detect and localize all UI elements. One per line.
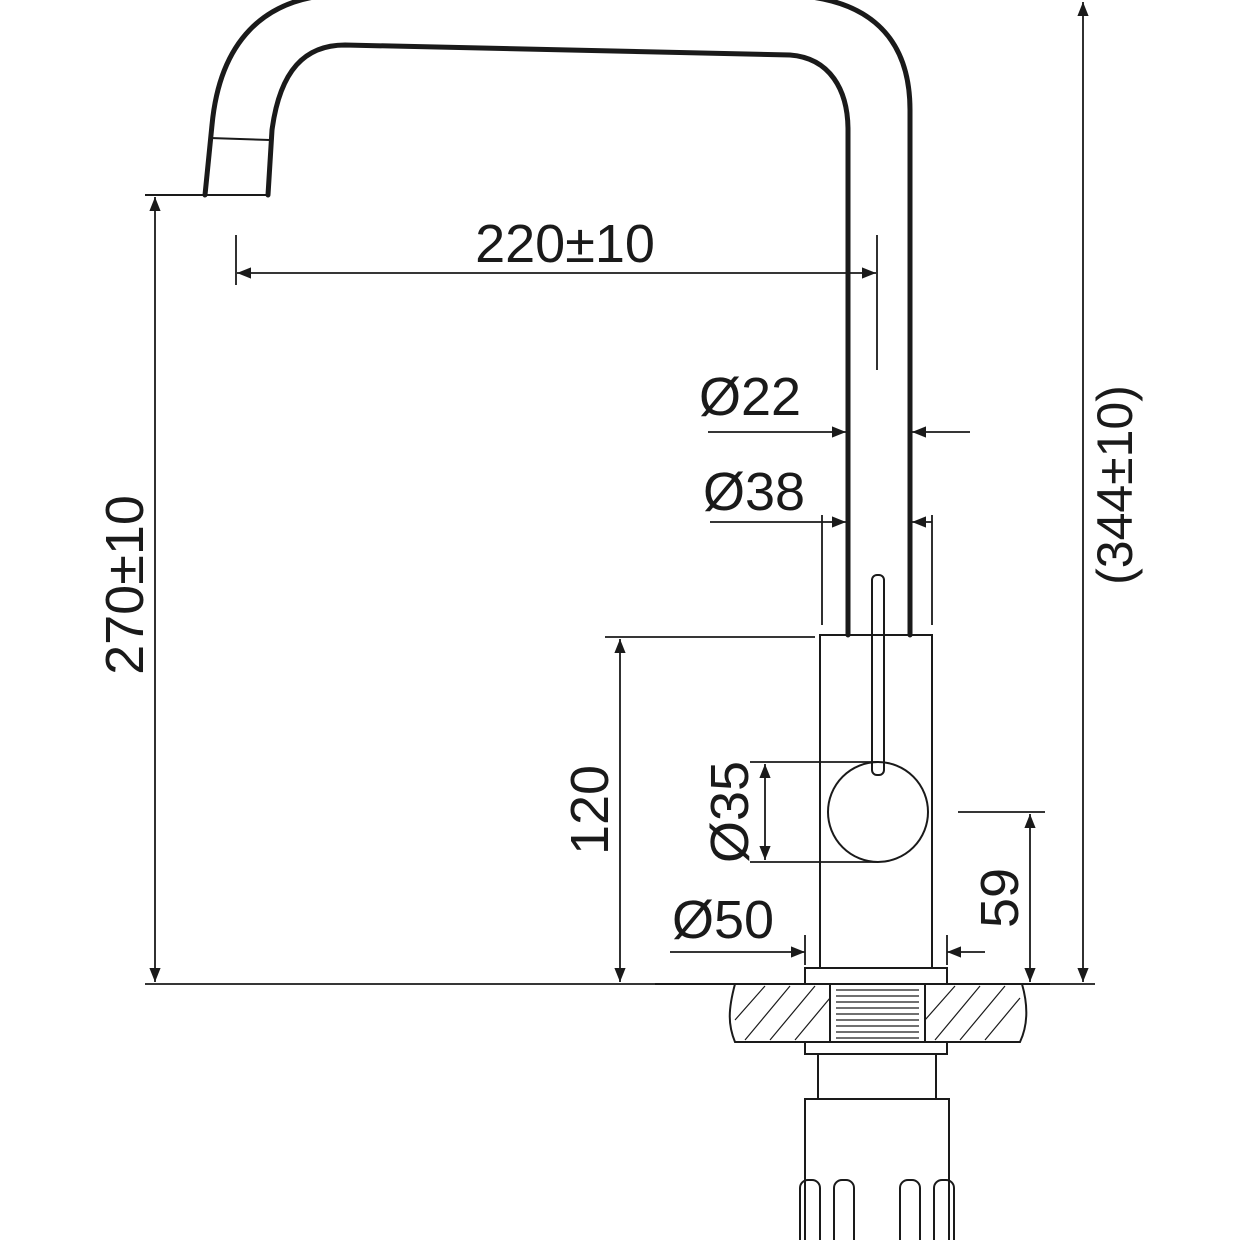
dim-label-overall-height: (344±10) <box>1087 385 1143 585</box>
mounting-thread <box>836 989 919 1039</box>
countertop-section <box>655 983 1050 1043</box>
dim-label-handle-height: 59 <box>970 868 1030 928</box>
dim-label-spout-height: 270±10 <box>95 495 155 675</box>
hatch-pattern <box>734 985 1021 1041</box>
dim-body-height: 120 <box>560 636 815 982</box>
faucet-body <box>804 574 948 985</box>
dim-spout-height: 270±10 <box>95 197 655 985</box>
dim-handle-height: 59 <box>958 811 1095 985</box>
dim-label-spout-reach: 220±10 <box>475 214 655 274</box>
dim-handle-diameter: Ø35 <box>700 761 878 863</box>
dim-label-body-upper-diameter: Ø38 <box>703 462 805 522</box>
dim-label-tube-diameter: Ø22 <box>699 367 801 427</box>
dim-label-handle-diameter: Ø35 <box>700 761 760 863</box>
dim-body-upper-diameter: Ø38 <box>703 462 933 625</box>
dim-label-body-height: 120 <box>560 765 620 855</box>
dim-label-base-diameter: Ø50 <box>672 890 774 950</box>
dim-base-diameter: Ø50 <box>670 890 985 965</box>
dim-overall-height: (344±10) <box>1077 1 1143 982</box>
dim-spout-reach: 220±10 <box>235 214 878 370</box>
dim-tube-diameter: Ø22 <box>699 367 970 438</box>
faucet-spout <box>145 0 913 638</box>
mounting-assembly <box>799 1041 955 1240</box>
